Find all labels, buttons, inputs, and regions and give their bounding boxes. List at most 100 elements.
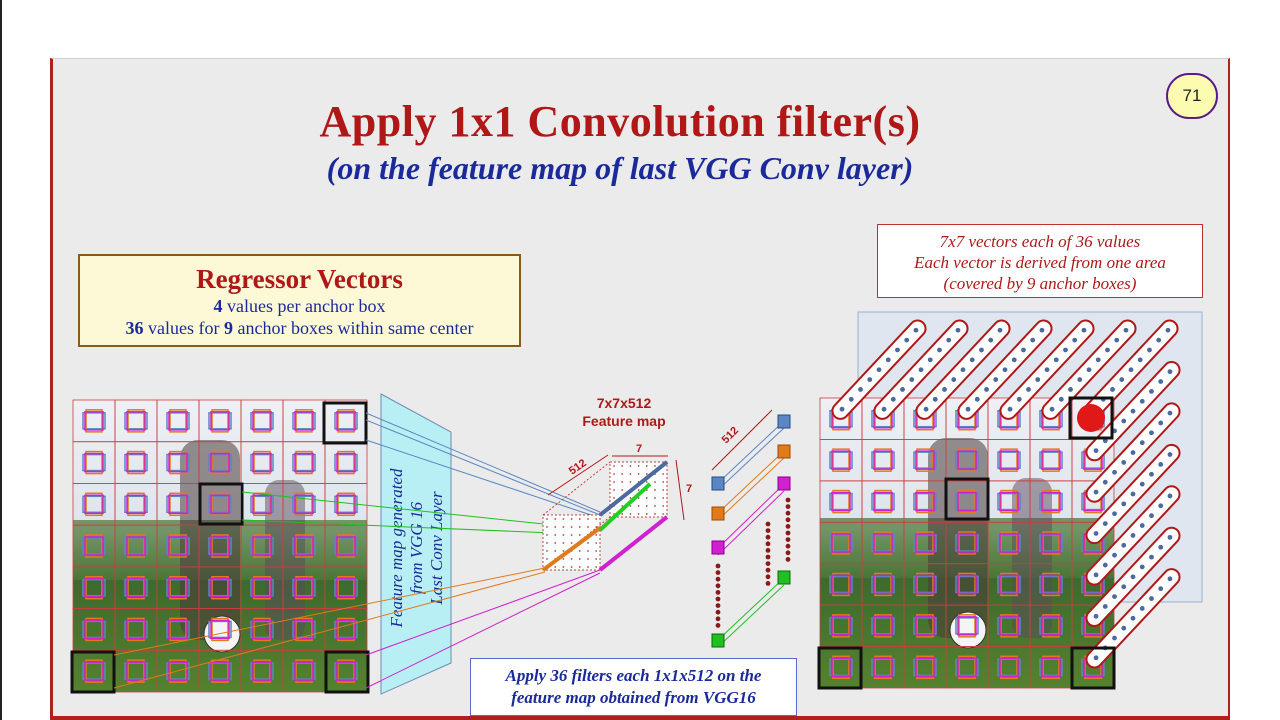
left-anchor-tall: [253, 659, 271, 683]
filter-dot-front: [715, 616, 721, 622]
left-anchor-tall: [253, 409, 271, 433]
vector-tube-value: [1112, 511, 1117, 517]
vectors-line-3: (covered by 9 anchor boxes): [943, 274, 1137, 293]
left-anchor-square: [168, 536, 188, 556]
left-highlight-top-right: [322, 401, 368, 445]
left-highlight-bottom-left: [70, 650, 116, 694]
left-anchor-wide: [124, 620, 148, 639]
right-anchor-square: [1041, 450, 1061, 470]
left-anchor-wide: [292, 412, 316, 430]
vector-tubes: [831, 319, 1181, 669]
left-anchor-tall: [253, 534, 271, 558]
vector-tube-value: [969, 357, 975, 363]
left-anchor-tall: [295, 450, 313, 475]
left-anchor-tall: [337, 534, 355, 558]
proj-line-green-1: [241, 491, 601, 531]
vector-tube-value: [1044, 367, 1050, 373]
vector-tube-value: [881, 406, 887, 412]
apply-filters-box: Apply 36 filters each 1x1x512 on the fea…: [470, 658, 797, 716]
right-anchor-tall: [958, 572, 976, 597]
left-highlight-center: [198, 482, 244, 526]
cube-back-dot: [662, 505, 665, 507]
left-anchor-square: [252, 619, 272, 640]
left-anchor-tall: [337, 659, 355, 683]
vector-tube-value: [1121, 542, 1127, 548]
vector-tube-value: [1093, 655, 1099, 661]
vgg-feature-plane: [380, 393, 452, 695]
filter-dot-mid: [765, 567, 771, 573]
vector-tube-value: [1149, 471, 1154, 477]
cube-back-dot: [662, 473, 665, 475]
left-person-adult: [180, 440, 240, 640]
cube-front-dot: [570, 558, 573, 560]
vector-tube-value: [858, 387, 863, 392]
proj-line-magenta-1: [365, 569, 601, 656]
vector-tube-value: [1093, 613, 1099, 619]
filter-dot-back: [785, 537, 791, 542]
cube-front-dot: [562, 526, 565, 528]
filter-dot-front: [715, 570, 721, 575]
filter-dot-mid: [765, 548, 771, 553]
left-anchor-wide: [292, 453, 316, 472]
right-person-child: [1012, 478, 1052, 638]
filter-dot-front: [715, 623, 721, 628]
left-anchor-wide: [82, 578, 106, 597]
right-anchor-tall: [832, 572, 850, 597]
right-anchor-square: [915, 450, 935, 470]
vector-tube-value: [960, 367, 966, 373]
left-anchor-tall: [127, 617, 145, 642]
slide-subtitle: (on the feature map of last VGG Conv lay…: [326, 150, 914, 186]
cube-front-dot: [578, 566, 581, 568]
left-anchor-tall: [253, 450, 271, 475]
vector-tube-value: [1121, 501, 1127, 507]
right-anchor-tall: [832, 489, 850, 514]
right-anchor-tall: [1042, 531, 1060, 555]
vector-tube-value: [1035, 377, 1041, 382]
cube-back-dot: [637, 465, 640, 467]
left-anchor-wide: [250, 578, 274, 597]
left-anchor-wide: [82, 495, 106, 514]
left-anchor-tall: [337, 617, 355, 642]
left-anchor-square: [84, 494, 104, 515]
cube-front-dot: [570, 526, 573, 528]
cube-depth-label: 512: [567, 457, 589, 477]
right-anchor-wide: [871, 575, 895, 594]
vector-tube-value: [1093, 448, 1099, 454]
right-anchor-square: [1041, 616, 1061, 636]
left-anchor-square: [84, 452, 104, 473]
left-anchor-tall: [211, 575, 229, 600]
cube-front-dot: [570, 534, 573, 536]
proj-line-blue-2: [365, 419, 601, 516]
right-anchor-tall: [832, 448, 850, 472]
left-anchor-wide: [334, 578, 358, 597]
vector-tube-value: [1114, 337, 1120, 343]
left-person-child: [265, 480, 305, 640]
left-anchor-tall: [337, 575, 355, 600]
left-anchor-square: [294, 661, 314, 681]
left-anchor-square: [126, 619, 146, 640]
cube-back-dot: [621, 513, 624, 515]
vector-tube-value: [1139, 523, 1145, 528]
right-anchor-tall: [874, 655, 892, 680]
cube-front-dot: [595, 558, 598, 560]
left-anchor-wide: [292, 578, 316, 597]
left-anchor-tall: [169, 575, 187, 600]
right-anchor-tall: [1000, 572, 1018, 597]
cube-back-dot: [621, 473, 624, 475]
vector-tube-value: [909, 377, 915, 382]
plane-label-line-1: Feature map generated: [387, 468, 406, 628]
vector-tube-value: [1112, 594, 1117, 599]
left-anchor-tall: [127, 409, 145, 433]
filter-dot-front: [715, 603, 721, 608]
vectors-line-1: 7x7 vectors each of 36 values: [939, 232, 1141, 251]
vector-tube-value: [1102, 604, 1108, 609]
vector-tube-value: [932, 396, 938, 402]
vector-tube-value: [1167, 452, 1173, 457]
left-anchor-wide: [166, 537, 190, 555]
left-anchor-tall: [295, 409, 313, 433]
left-anchor-square: [168, 577, 188, 598]
left-anchor-boxes: [72, 399, 368, 693]
cube-back-dot: [621, 481, 624, 483]
left-anchor-square: [210, 619, 230, 640]
cube-front-dot: [546, 550, 548, 552]
